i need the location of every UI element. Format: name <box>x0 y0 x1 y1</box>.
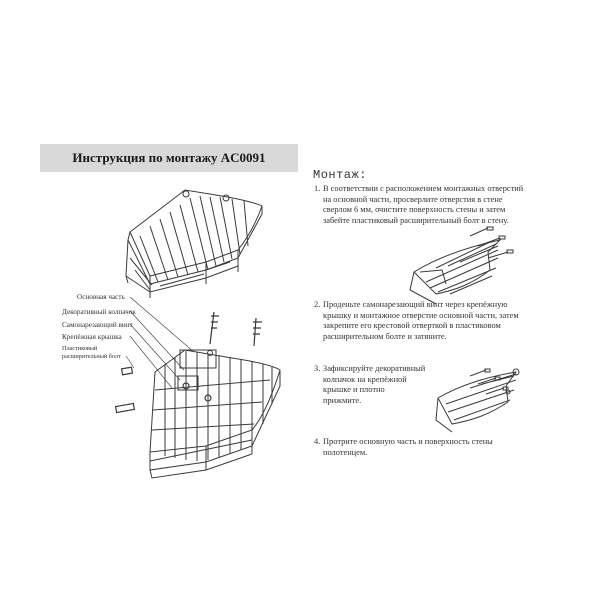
step-1: 1.В соответствии с расположением монтажн… <box>314 184 524 225</box>
step-2: 2.Проденьте самонарезающий винт через кр… <box>314 300 519 341</box>
page-title: Инструкция по монтажу AC0091 <box>72 150 266 165</box>
callout-decor-cap: Декоративный колпачок <box>62 308 136 316</box>
callout-main-part: Основная часть <box>77 293 125 301</box>
callout-mount-cover: Крепёжная крышка <box>62 333 122 341</box>
step-3: 3.Зафиксируйте декоративный колпачок на … <box>314 364 426 405</box>
callout-leaders <box>125 296 195 389</box>
step1-diagram <box>409 226 514 305</box>
callout-dowel: расширительный болт <box>62 353 121 360</box>
title-band <box>40 144 298 172</box>
step-4: 4.Протрите основную часть и поверхность … <box>314 437 493 457</box>
mounting-hardware <box>114 311 262 414</box>
section-heading: Монтаж: <box>313 168 367 182</box>
step3-diagram <box>435 368 520 433</box>
basket-top-illustration <box>125 189 263 298</box>
callout-screw: Самонарезающий винт <box>62 321 133 329</box>
callout-plastic: Пластиковый <box>62 345 98 352</box>
basket-exploded-illustration <box>149 349 281 479</box>
